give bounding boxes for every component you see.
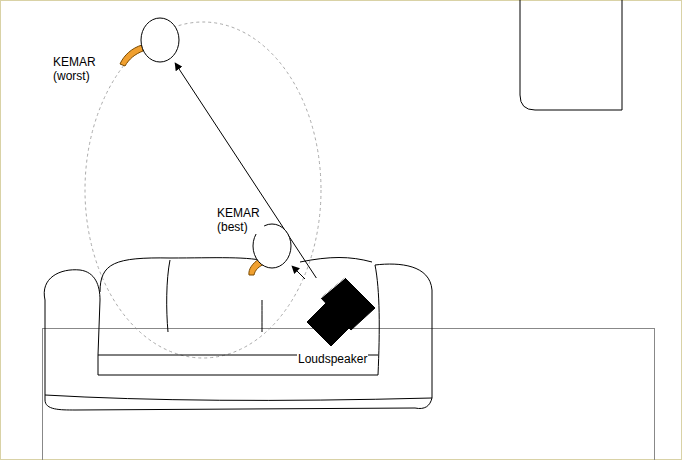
kemar-ear	[120, 45, 143, 66]
caption-box	[43, 329, 655, 460]
node-label: KEMAR (best)	[216, 206, 264, 234]
loudspeaker: Loudspeaker	[305, 278, 375, 350]
node-label: KEMAR (worst)	[52, 55, 110, 83]
node-label: Loudspeaker	[297, 352, 368, 366]
sound-path-arrow	[175, 63, 316, 278]
sofa-outline	[44, 258, 432, 411]
kemar-head	[140, 17, 180, 63]
kemar-worst: KEMAR (worst)	[140, 17, 180, 63]
sound-path-arrow	[292, 266, 305, 279]
kemar-best: KEMAR (best)	[252, 223, 292, 269]
listening-area	[85, 22, 321, 358]
head-outline	[141, 18, 179, 62]
loudspeaker-symbol	[305, 278, 375, 350]
furniture-outline	[520, 0, 622, 110]
